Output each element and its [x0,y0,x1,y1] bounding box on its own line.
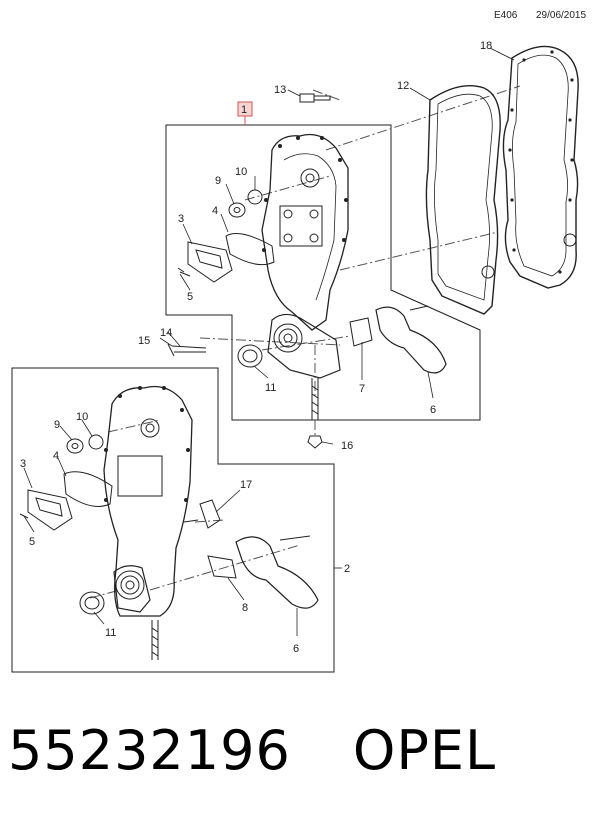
callout-7: 7 [359,383,365,395]
callout-17: 17 [240,479,252,491]
gasket-12 [425,85,501,315]
callout-labels: 1 2 3 3 4 4 5 5 6 6 7 8 9 9 10 10 11 11 … [20,40,492,655]
callout-5-lower: 5 [29,536,35,548]
callout-14: 14 [160,327,172,339]
callout-9-upper: 9 [215,175,221,187]
callout-6-upper: 6 [430,404,436,416]
callout-8: 8 [242,602,248,614]
callout-18: 18 [480,40,492,52]
callout-12: 12 [397,80,409,92]
callout-11-lower: 11 [105,627,116,639]
assembly-lines [89,85,521,599]
callout-11-upper: 11 [265,382,276,394]
callout-4-upper: 4 [212,205,218,217]
diagram-code: E406 [494,10,518,21]
upper-assembly-frame [165,124,481,421]
brand-name: OPEL [352,719,497,782]
diagram-date: 29/06/2015 [536,10,587,21]
callout-13: 13 [274,84,286,96]
part-caption: 55232196 OPEL [8,716,496,786]
leader-lines [23,47,515,636]
callout-4-lower: 4 [53,450,59,462]
callout-3-upper: 3 [178,213,184,225]
lower-assembly-frame [11,367,335,673]
part-number: 55232196 [8,719,291,782]
callout-1: 1 [241,104,247,116]
gasket-18 [502,45,579,289]
callout-2: 2 [344,563,350,575]
callout-15: 15 [138,335,150,347]
callout-16: 16 [341,440,353,452]
callout-3-lower: 3 [20,458,26,470]
callout-10-upper: 10 [235,166,247,178]
callout-10-lower: 10 [76,411,88,423]
callout-6-lower: 6 [293,643,299,655]
front-cover-upper [261,133,349,331]
callout-9-lower: 9 [54,419,60,431]
callout-5-upper: 5 [187,291,193,303]
front-cover-lower [103,385,193,617]
